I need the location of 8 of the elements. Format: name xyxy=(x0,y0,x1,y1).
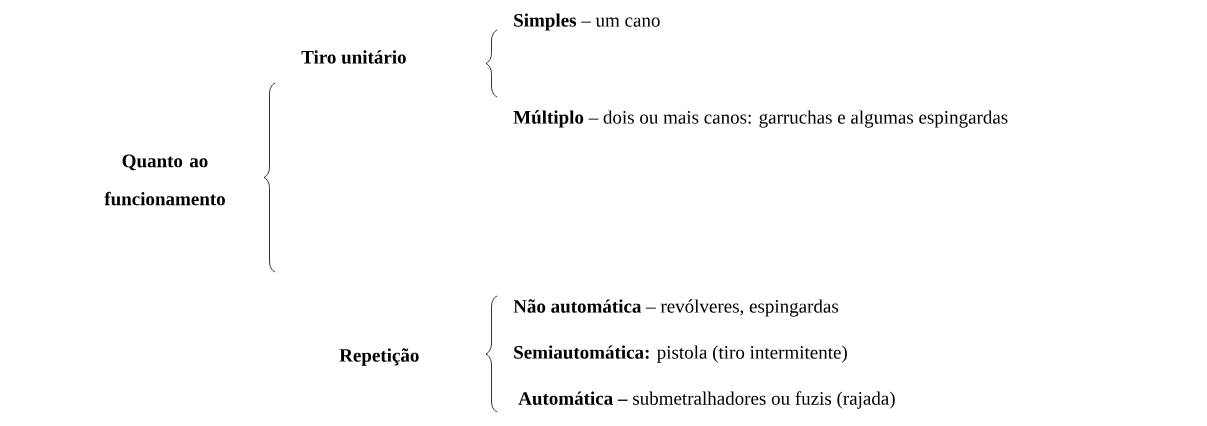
text-label: Quanto ao funcionamento xyxy=(104,154,225,206)
text-label: Tiro unitário xyxy=(301,50,406,64)
text-label: Semiautomática: pistola (tiro intermitente) xyxy=(514,345,847,363)
text-label: Não automática – revólveres, espingardas xyxy=(513,299,839,317)
text-label: Automática – submetralhadores ou fuzis (rajada) xyxy=(518,391,895,409)
text-label: Repetição xyxy=(339,348,419,366)
text-label: Simples – um cano xyxy=(514,13,660,31)
text-label: Múltiplo – dois ou mais canos: garruchas e algumas espingardas xyxy=(513,110,1008,128)
